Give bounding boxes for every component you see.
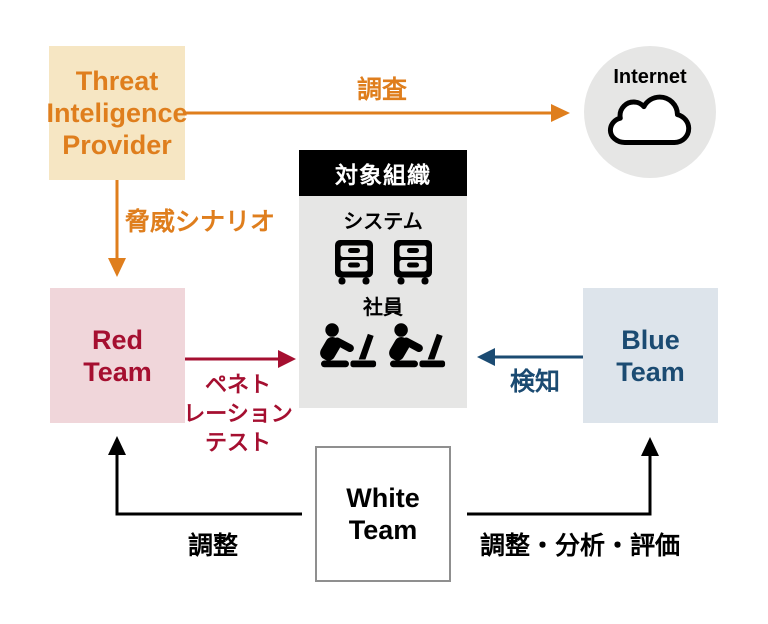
- coordination-red-edge-label: 調整: [187, 532, 238, 560]
- pentest-edge-label: ペネト レーション テスト: [183, 372, 293, 455]
- employee-icons-row: [319, 323, 447, 368]
- person-laptop-icon: [319, 323, 376, 368]
- system-icons-row: [334, 239, 433, 285]
- detection-arrow: [477, 348, 583, 366]
- pentest-arrow: [185, 350, 296, 368]
- person-laptop-icon: [388, 323, 445, 368]
- threat-scenario-edge-label: 脅威シナリオ: [124, 208, 275, 236]
- blue-team-box: Blue Team: [583, 288, 718, 423]
- cloud-icon: [605, 91, 695, 149]
- employees-label: 社員: [363, 297, 403, 319]
- threat-intelligence-provider-box: Threat Inteligence Provider: [46, 46, 188, 180]
- coordination-blue-arrow: [467, 437, 659, 516]
- red-team-box: Red Team: [50, 288, 185, 423]
- target-organization-body: システム: [299, 196, 467, 408]
- white-team-label: White Team: [346, 483, 420, 545]
- threat-intelligence-provider-label: Threat Inteligence Provider: [46, 66, 188, 160]
- white-team-box: White Team: [315, 446, 451, 582]
- red-team-label: Red Team: [83, 324, 152, 387]
- target-organization-box: 対象組織 システム: [299, 150, 467, 408]
- file-cabinet-icon: [334, 240, 373, 285]
- blue-team-label: Blue Team: [616, 324, 685, 387]
- detection-edge-label: 検知: [509, 368, 560, 396]
- system-label: システム: [343, 211, 423, 233]
- survey-arrow: [185, 104, 570, 122]
- internet-label: Internet: [613, 66, 687, 88]
- survey-edge-label: 調査: [356, 76, 407, 104]
- coordination-blue-edge-label: 調整・分析・評価: [479, 532, 680, 560]
- target-organization-header: 対象組織: [299, 150, 467, 196]
- file-cabinet-icon: [393, 240, 432, 285]
- internet-node: Internet: [584, 46, 716, 178]
